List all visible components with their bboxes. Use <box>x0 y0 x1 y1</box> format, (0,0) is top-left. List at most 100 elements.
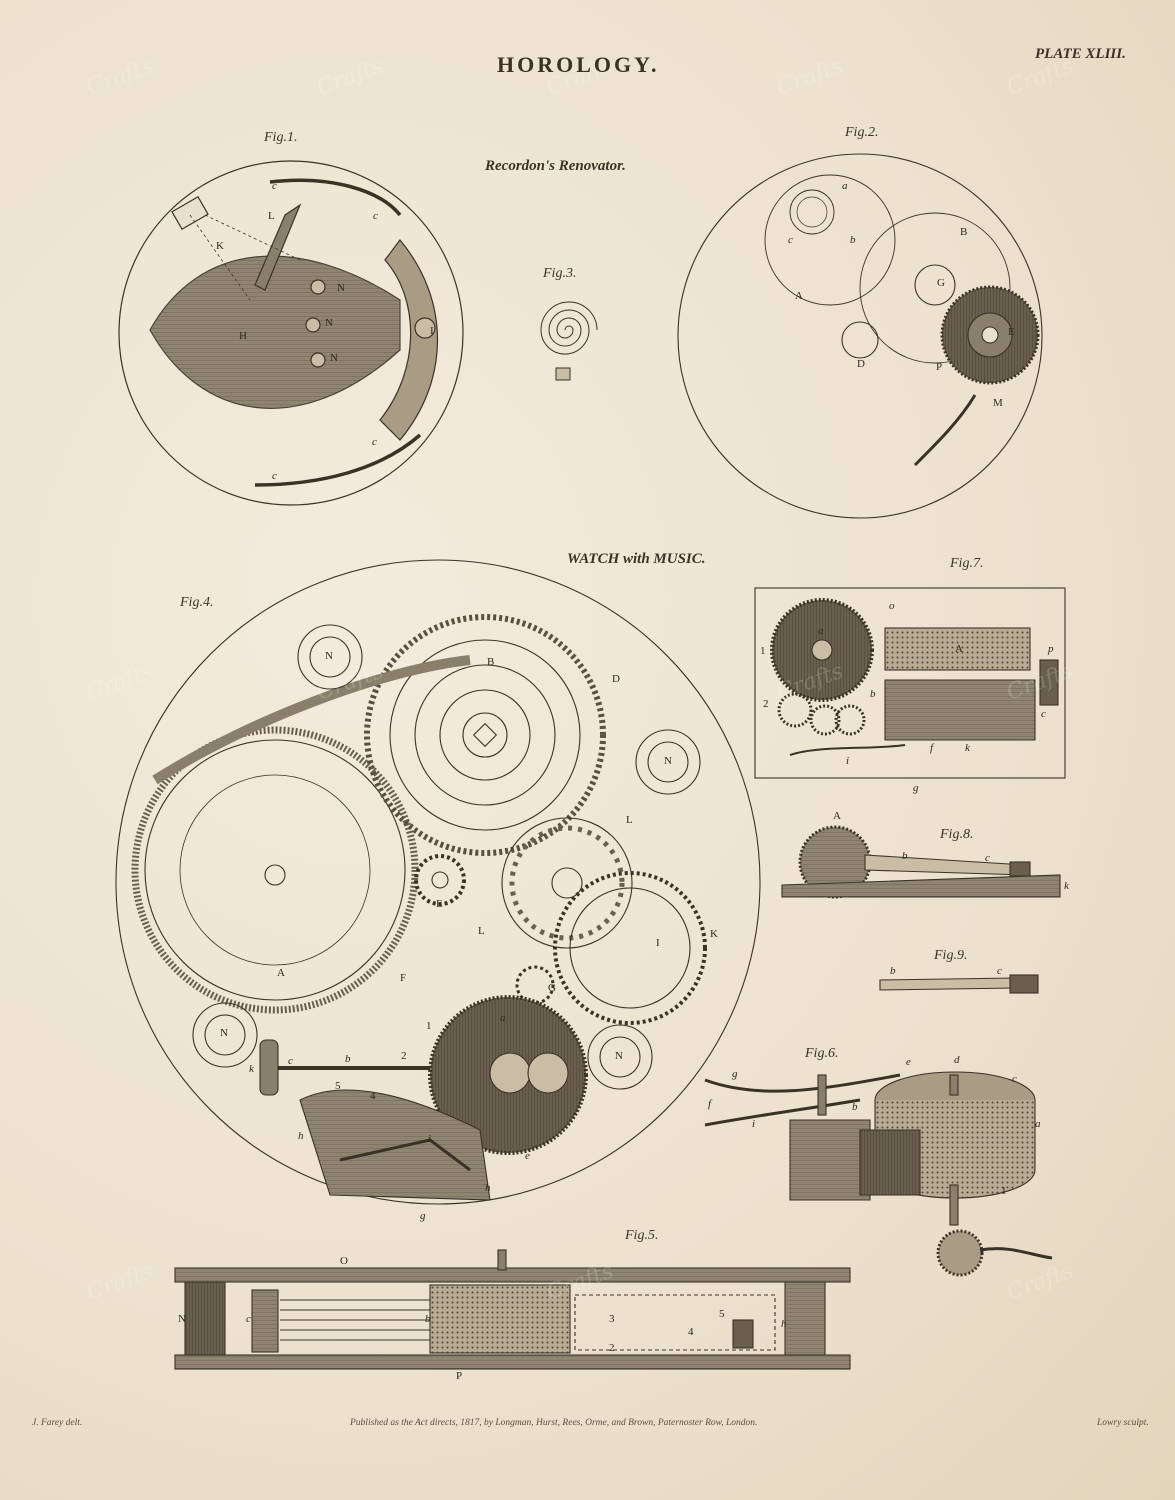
fig8-label-c: c <box>985 852 990 864</box>
fig2-label-M: M <box>993 397 1003 409</box>
fig7-label-o: o <box>889 600 895 612</box>
fig4-label-A: A <box>277 967 285 979</box>
fig4-label-L2: L <box>478 925 485 937</box>
fig4-label-a: a <box>500 1012 506 1024</box>
fig4-label-i: i <box>428 1133 432 1145</box>
fig1-label-c3: c <box>372 436 377 448</box>
fig4-label-I: I <box>656 937 660 949</box>
fig1-label-N3: N <box>330 352 338 364</box>
fig1-renovator-drawing <box>118 160 464 506</box>
fig7-caption: Fig.7. <box>950 556 984 571</box>
fig1-label-H: H <box>239 330 247 342</box>
fig7-label-A: A <box>955 643 963 655</box>
fig4-label-B: B <box>487 656 495 668</box>
fig2-label-A: A <box>795 290 803 302</box>
fig5-label-P: P <box>456 1370 463 1382</box>
fig4-label-1: 1 <box>426 1020 432 1032</box>
fig8-label-b: b <box>902 850 908 862</box>
fig5-label-O: O <box>340 1255 348 1267</box>
footer-draughtsman: J. Farey delt. <box>32 1418 83 1428</box>
fig2-label-c: c <box>788 234 793 246</box>
section-music-title: WATCH with MUSIC. <box>567 551 706 567</box>
fig4-label-k: k <box>249 1063 254 1075</box>
fig4-label-4: 4 <box>370 1090 376 1102</box>
fig4-label-D: D <box>612 673 620 685</box>
fig4-label-N3: N <box>220 1027 228 1039</box>
fig7-label-2: 2 <box>763 698 769 710</box>
fig1-label-N1: N <box>337 282 345 294</box>
fig5-label-5: 5 <box>719 1308 725 1320</box>
svg-text:Crafts: Crafts <box>84 659 157 706</box>
fig6-caption: Fig.6. <box>805 1046 839 1061</box>
fig4-label-K: K <box>710 928 718 940</box>
fig2-movement-drawing <box>677 153 1043 519</box>
fig4-label-c: c <box>288 1055 293 1067</box>
fig6-label-i: i <box>752 1118 756 1130</box>
fig8-label-A: A <box>833 810 841 822</box>
fig4-label-F: F <box>400 972 407 984</box>
fig4-label-g: g <box>420 1210 426 1222</box>
fig6-label-c: c <box>1012 1073 1017 1085</box>
fig4-music-watch-drawing <box>115 559 761 1205</box>
fig4-label-h2: h <box>485 1182 491 1194</box>
fig4-label-e: e <box>525 1150 530 1162</box>
fig7-cylinder-drawing <box>754 587 1066 779</box>
fig8-label-k: k <box>1064 880 1069 892</box>
fig7-label-b: b <box>870 688 876 700</box>
fig2-label-G: G <box>937 277 945 289</box>
fig5-label-2: 2 <box>609 1342 615 1354</box>
fig7-label-i: i <box>846 755 850 767</box>
fig2-label-b: b <box>850 234 856 246</box>
fig1-label-c2: c <box>373 210 378 222</box>
fig1-label-I: I <box>430 325 434 337</box>
fig8-caption: Fig.8. <box>940 827 974 842</box>
fig6-label-a: a <box>1035 1118 1041 1130</box>
fig5-label-4: 4 <box>688 1326 694 1338</box>
fig1-label-K: K <box>216 240 224 252</box>
svg-text:Crafts: Crafts <box>84 1259 157 1306</box>
plate-title: HOROLOGY. <box>497 52 660 77</box>
fig3-caption: Fig.3. <box>543 266 577 281</box>
fig4-label-E: E <box>436 898 443 910</box>
fig9-caption: Fig.9. <box>934 948 968 963</box>
fig6-label-b: b <box>852 1101 858 1113</box>
fig7-label-g: g <box>913 782 919 794</box>
fig7-label-k: k <box>965 742 970 754</box>
fig1-label-N2: N <box>325 317 333 329</box>
fig5-label-N: N <box>178 1313 186 1325</box>
fig6-cylinder-perspective <box>704 1071 1053 1277</box>
fig8-ratchet-drawing <box>781 825 1061 899</box>
plate-number: PLATE XLIII. <box>1035 46 1126 62</box>
fig2-label-P: P <box>936 361 943 373</box>
fig5-caption: Fig.5. <box>625 1228 659 1243</box>
svg-text:Crafts: Crafts <box>314 54 387 101</box>
fig1-label-c: c <box>272 180 277 192</box>
fig4-label-N1: N <box>325 650 333 662</box>
fig2-label-D: D <box>857 358 865 370</box>
fig2-caption: Fig.2. <box>845 125 879 140</box>
fig2-label-E: E <box>1008 326 1015 338</box>
svg-text:Crafts: Crafts <box>774 54 847 101</box>
fig5-section-drawing <box>174 1249 851 1370</box>
footer-engraver: Lowry sculpt. <box>1097 1418 1149 1428</box>
svg-text:Crafts: Crafts <box>544 1259 617 1306</box>
fig6-label-f: f <box>708 1098 712 1110</box>
fig5-label-3: 3 <box>609 1313 615 1325</box>
fig5-label-b: b <box>425 1313 431 1325</box>
fig6-label-g: g <box>732 1068 738 1080</box>
fig9-spring-drawing <box>879 974 1039 994</box>
fig9-label-c: c <box>997 965 1002 977</box>
fig2-label-B: B <box>960 226 968 238</box>
fig9-label-b: b <box>890 965 896 977</box>
fig4-label-N2: N <box>664 755 672 767</box>
fig4-label-h: h <box>298 1130 304 1142</box>
fig4-label-5: 5 <box>335 1080 341 1092</box>
section-renovator-title: Recordon's Renovator. <box>485 158 626 174</box>
fig6-label-d: d <box>954 1054 960 1066</box>
fig1-label-c4: c <box>272 470 277 482</box>
fig4-label-2: 2 <box>401 1050 407 1062</box>
fig5-label-c: c <box>246 1313 251 1325</box>
fig7-label-p: p <box>1048 643 1054 655</box>
fig7-label-1: 1 <box>760 645 766 657</box>
footer-publisher: Published as the Act directs, 1817, by L… <box>350 1418 758 1428</box>
